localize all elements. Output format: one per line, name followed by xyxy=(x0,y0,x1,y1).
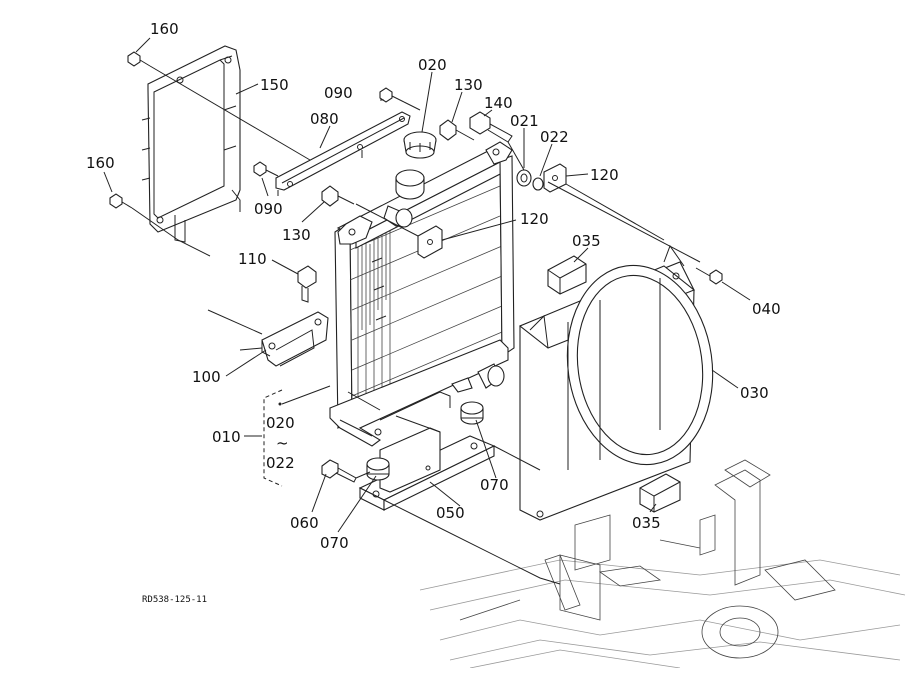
bolt-130-mid xyxy=(321,185,355,207)
radiator xyxy=(329,141,515,447)
bolt-090-mid xyxy=(253,161,279,177)
label-160-top: 160 xyxy=(150,20,179,38)
leader-lines xyxy=(103,37,751,585)
label-160-left: 160 xyxy=(86,154,115,172)
bolt-040 xyxy=(695,267,723,285)
bolt-160-top xyxy=(127,51,151,67)
label-150: 150 xyxy=(260,76,289,94)
rubber-035-top xyxy=(547,255,587,295)
label-070-bottom: 070 xyxy=(320,534,349,552)
label-035-top: 035 xyxy=(572,232,601,250)
label-035-bottom: 035 xyxy=(632,514,661,532)
label-120-mid: 120 xyxy=(520,210,549,228)
label-140: 140 xyxy=(484,94,513,112)
label-060: 060 xyxy=(290,514,319,532)
callout-labels: 160 150 090 080 020 130 140 021 022 120 … xyxy=(86,20,781,605)
washer-022 xyxy=(532,177,544,191)
label-080: 080 xyxy=(310,110,339,128)
label-120-right: 120 xyxy=(590,166,619,184)
label-030: 030 xyxy=(740,384,769,402)
stay-120-mid xyxy=(417,225,443,259)
fan-shroud-030 xyxy=(518,244,714,521)
label-010-tilde: ~ xyxy=(276,434,289,452)
bolt-060 xyxy=(321,459,357,483)
bracket-050 xyxy=(358,427,496,511)
label-070-right: 070 xyxy=(480,476,509,494)
label-040: 040 xyxy=(752,300,781,318)
label-021: 021 xyxy=(510,112,539,130)
bracket-150 xyxy=(141,45,241,243)
label-100: 100 xyxy=(192,368,221,386)
bolt-140 xyxy=(469,111,513,143)
radiator-cap-020 xyxy=(403,131,437,159)
rubber-035-bottom xyxy=(639,473,681,513)
rubber-mount-070-left xyxy=(366,457,390,481)
label-090-top: 090 xyxy=(324,84,353,102)
label-130-top: 130 xyxy=(454,76,483,94)
label-010: 010 xyxy=(212,428,241,446)
bolt-090-top xyxy=(379,87,405,103)
collar-021 xyxy=(516,169,532,187)
bracket-100 xyxy=(261,311,329,367)
diagram-code: RD538-125-11 xyxy=(142,595,207,605)
rubber-mount-070-right xyxy=(460,401,484,425)
label-050: 050 xyxy=(436,504,465,522)
label-010-to: 022 xyxy=(266,454,295,472)
label-090-mid: 090 xyxy=(254,200,283,218)
label-110: 110 xyxy=(238,250,267,268)
label-130-mid: 130 xyxy=(282,226,311,244)
label-020: 020 xyxy=(418,56,447,74)
bolt-130-top xyxy=(439,119,475,141)
bolt-160-left xyxy=(109,193,133,209)
chassis-frame xyxy=(419,459,906,669)
plate-080 xyxy=(275,111,411,196)
label-022: 022 xyxy=(540,128,569,146)
bolt-110 xyxy=(297,265,317,303)
label-010-from: 020 xyxy=(266,414,295,432)
stay-120-right xyxy=(543,163,567,193)
